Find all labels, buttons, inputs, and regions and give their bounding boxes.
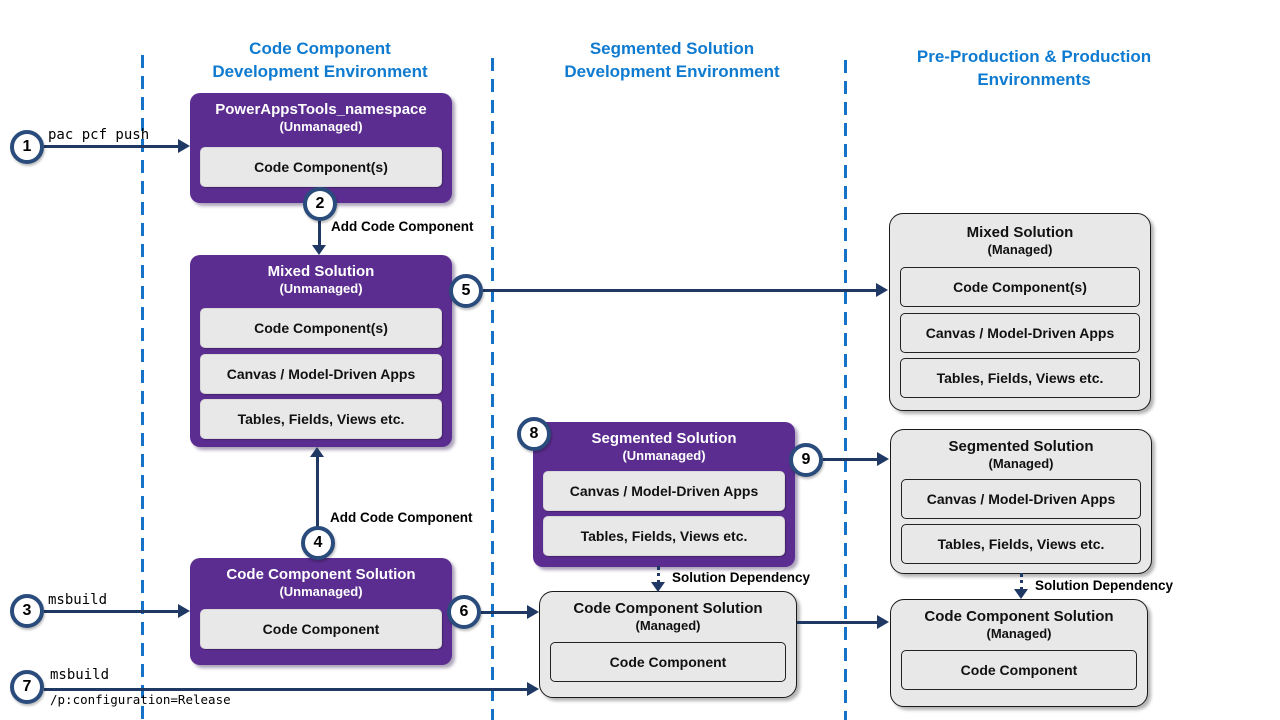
chip-code-components: Code Component(s)	[200, 308, 442, 348]
arrow-step6-head	[527, 605, 539, 619]
header-line: Pre-Production & Production	[916, 47, 1152, 66]
box-title: Mixed Solution	[966, 224, 1074, 241]
arrow-step2-line	[318, 221, 321, 247]
arrow-managed-to-right-line	[797, 621, 879, 624]
dotted-dependency-mid-line	[657, 566, 660, 584]
arrow-step2-head	[312, 245, 326, 255]
arrow-step3-head	[178, 604, 190, 618]
arrow-step5-head	[876, 283, 888, 297]
column-divider-2	[491, 58, 494, 720]
arrow-step4-head	[310, 447, 324, 457]
dotted-dependency-mid-head	[651, 582, 665, 592]
header-preprod-prod-env: Pre-Production & Production Environments	[874, 46, 1194, 92]
box-state: (Unmanaged)	[622, 448, 706, 463]
column-divider-1	[141, 55, 144, 720]
box-segmented-solution-unmanaged: Segmented Solution (Unmanaged) Canvas / …	[533, 422, 795, 567]
dotted-dependency-right-head	[1014, 589, 1028, 599]
step-circle-4: 4	[301, 526, 335, 560]
box-title: Segmented Solution	[948, 438, 1094, 455]
chip-code-components: Code Component(s)	[900, 267, 1140, 307]
arrow-managed-to-right-head	[877, 615, 889, 629]
column-divider-3	[844, 60, 847, 720]
arrow-step5-line	[483, 289, 877, 292]
box-state: (Unmanaged)	[279, 119, 363, 134]
chip-tables-fields-views: Tables, Fields, Views etc.	[200, 399, 442, 439]
header-line: Development Environment	[212, 61, 428, 81]
dotted-dependency-right-line	[1020, 573, 1023, 591]
box-mixed-solution-managed: Mixed Solution (Managed) Code Component(…	[889, 213, 1151, 411]
box-state: (Managed)	[635, 618, 701, 633]
step-circle-9: 9	[789, 443, 823, 477]
box-state: (Unmanaged)	[279, 281, 363, 296]
box-segmented-solution-managed: Segmented Solution (Managed) Canvas / Mo…	[890, 429, 1152, 574]
label-solution-dependency-right: Solution Dependency	[1035, 578, 1174, 593]
box-title: Code Component Solution	[924, 608, 1114, 625]
box-state: (Managed)	[987, 242, 1053, 257]
chip-canvas-model-apps: Canvas / Model-Driven Apps	[200, 354, 442, 394]
step-circle-6: 6	[447, 595, 481, 629]
arrow-step1-head	[178, 139, 190, 153]
box-state: (Managed)	[986, 626, 1052, 641]
box-title: PowerAppsTools_namespace	[215, 101, 427, 118]
label-add-code-component-bottom: Add Code Component	[330, 510, 473, 525]
chip-code-components: Code Component(s)	[200, 147, 442, 187]
chip-tables-fields-views: Tables, Fields, Views etc.	[900, 358, 1140, 398]
header-line: Development Environment	[564, 61, 780, 81]
label-add-code-component-top: Add Code Component	[331, 219, 474, 234]
arrow-step9-line	[823, 458, 879, 461]
arrow-step6-line	[481, 611, 529, 614]
box-state: (Managed)	[988, 456, 1054, 471]
arrow-step9-head	[877, 452, 889, 466]
arrow-step1-line	[44, 145, 180, 148]
label-msbuild-release-line2: /p:configuration=Release	[50, 692, 231, 707]
label-msbuild: msbuild	[48, 592, 108, 608]
box-code-component-solution-unmanaged: Code Component Solution (Unmanaged) Code…	[190, 558, 452, 665]
step-circle-7: 7	[10, 670, 44, 704]
step-circle-1: 1	[10, 130, 44, 164]
header-line: Code Component	[249, 39, 391, 58]
step-circle-8: 8	[517, 417, 551, 451]
chip-canvas-model-apps: Canvas / Model-Driven Apps	[900, 313, 1140, 353]
arrow-step3-line	[44, 610, 180, 613]
arrow-step7-head	[527, 682, 539, 696]
header-line: Environments	[977, 69, 1091, 89]
box-title: Mixed Solution	[267, 263, 375, 280]
box-code-component-solution-managed-mid: Code Component Solution (Managed) Code C…	[539, 591, 797, 698]
step-circle-3: 3	[10, 594, 44, 628]
chip-tables-fields-views: Tables, Fields, Views etc.	[543, 516, 785, 556]
step-circle-5: 5	[449, 274, 483, 308]
header-segmented-dev-env: Segmented Solution Development Environme…	[520, 38, 824, 84]
chip-code-component: Code Component	[550, 642, 786, 682]
chip-code-component: Code Component	[200, 609, 442, 649]
box-title: Code Component Solution	[226, 566, 416, 583]
box-state: (Unmanaged)	[279, 584, 363, 599]
label-pac-pcf-push: pac pcf push	[48, 127, 150, 143]
box-code-component-solution-managed-right: Code Component Solution (Managed) Code C…	[890, 599, 1148, 707]
header-line: Segmented Solution	[589, 39, 755, 58]
chip-canvas-model-apps: Canvas / Model-Driven Apps	[901, 479, 1141, 519]
box-mixed-solution-unmanaged: Mixed Solution (Unmanaged) Code Componen…	[190, 255, 452, 447]
label-solution-dependency-mid: Solution Dependency	[672, 570, 811, 585]
chip-tables-fields-views: Tables, Fields, Views etc.	[901, 524, 1141, 564]
label-msbuild-release-line1: msbuild	[50, 667, 110, 683]
box-title: Code Component Solution	[573, 600, 763, 617]
chip-canvas-model-apps: Canvas / Model-Driven Apps	[543, 471, 785, 511]
box-title: Segmented Solution	[591, 430, 737, 447]
box-powerappstools-namespace: PowerAppsTools_namespace (Unmanaged) Cod…	[190, 93, 452, 203]
header-code-component-dev-env: Code Component Development Environment	[168, 38, 472, 84]
chip-code-component: Code Component	[901, 650, 1137, 690]
step-circle-2: 2	[303, 187, 337, 221]
arrow-step4-line	[316, 456, 319, 527]
arrow-step7-line	[44, 688, 528, 691]
